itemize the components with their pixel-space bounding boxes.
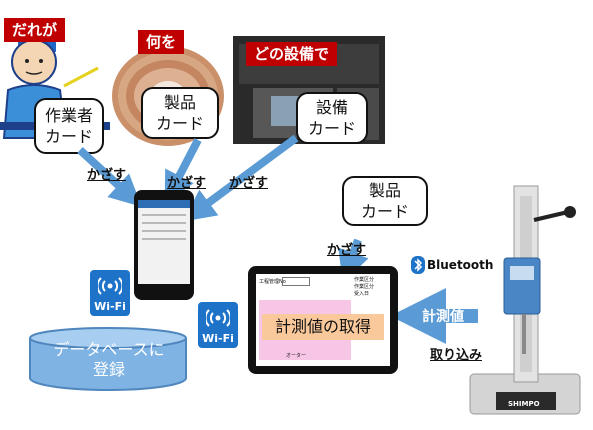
- smartphone: [134, 190, 194, 300]
- tablet-table-row-text: オーター: [286, 353, 307, 359]
- worker-card: 作業者 カード: [34, 98, 104, 154]
- arrow-worker-to-phone: [77, 147, 142, 207]
- worker-card-line1: 作業者: [44, 106, 93, 125]
- equipment-card: 設備 カード: [296, 92, 368, 144]
- smartphone-screen: [138, 200, 190, 284]
- arrow-product-to-phone: [164, 138, 202, 205]
- arrow-equipment-to-phone: [183, 134, 299, 222]
- who-tag: だれが: [4, 18, 66, 42]
- worker-card-line2: カード: [44, 127, 93, 146]
- product-card-2: 製品 カード: [342, 176, 428, 226]
- tablet: 工程管理No 作業区分 作業区分 受入日 オーター 計測値の取得: [248, 266, 398, 374]
- database-cylinder: [29, 327, 187, 391]
- product-card-line2: カード: [155, 114, 204, 133]
- kazasu-label-product2: かざす: [327, 243, 367, 258]
- tablet-overlay: 計測値の取得: [262, 314, 384, 340]
- kazasu-label-worker: かざす: [87, 168, 127, 183]
- wifi-icon-phone: Wi-Fi: [90, 270, 130, 316]
- measure-label: 計測値: [422, 309, 464, 325]
- kazasu-label-product: かざす: [167, 176, 207, 191]
- product-card: 製品 カード: [141, 87, 219, 139]
- product-card-line1: 製品: [163, 93, 196, 112]
- tablet-field-input[interactable]: [282, 277, 310, 286]
- equipment-card-line2: カード: [307, 119, 356, 138]
- force-gauge-stand: SHIMPO: [469, 185, 581, 415]
- import-label: 取り込み: [430, 348, 483, 363]
- equipment-card-line1: 設備: [315, 98, 348, 117]
- bluetooth-icon: [411, 256, 425, 274]
- tablet-side-list: 作業区分 作業区分 受入日: [354, 277, 374, 298]
- product-card-2-line1: 製品: [368, 181, 401, 200]
- kazasu-label-equipment: かざす: [229, 176, 269, 191]
- wifi-label-tablet: Wi-Fi: [202, 332, 234, 345]
- tablet-screen: 工程管理No 作業区分 作業区分 受入日 オーター 計測値の取得: [256, 274, 390, 366]
- tablet-side-line-1: 作業区分: [354, 277, 375, 283]
- stand-brand-label: SHIMPO: [508, 400, 540, 408]
- tablet-side-line-2: 作業区分: [354, 284, 375, 290]
- product-card-2-line2: カード: [360, 202, 409, 221]
- where-tag: どの設備で: [246, 42, 338, 66]
- database-label-line1: データベースに: [53, 340, 165, 359]
- what-tag: 何を: [138, 30, 185, 54]
- tablet-field-label: 工程管理No: [259, 279, 286, 285]
- database-label-line2: 登録: [92, 360, 125, 379]
- wifi-icon-tablet: Wi-Fi: [198, 302, 238, 348]
- database-label: データベースに 登録: [40, 340, 178, 380]
- arrow-product2-to-tablet: [338, 238, 369, 284]
- wifi-label-phone: Wi-Fi: [94, 300, 126, 313]
- tablet-side-line-3: 受入日: [354, 291, 370, 297]
- bluetooth-label: Bluetooth: [427, 258, 494, 272]
